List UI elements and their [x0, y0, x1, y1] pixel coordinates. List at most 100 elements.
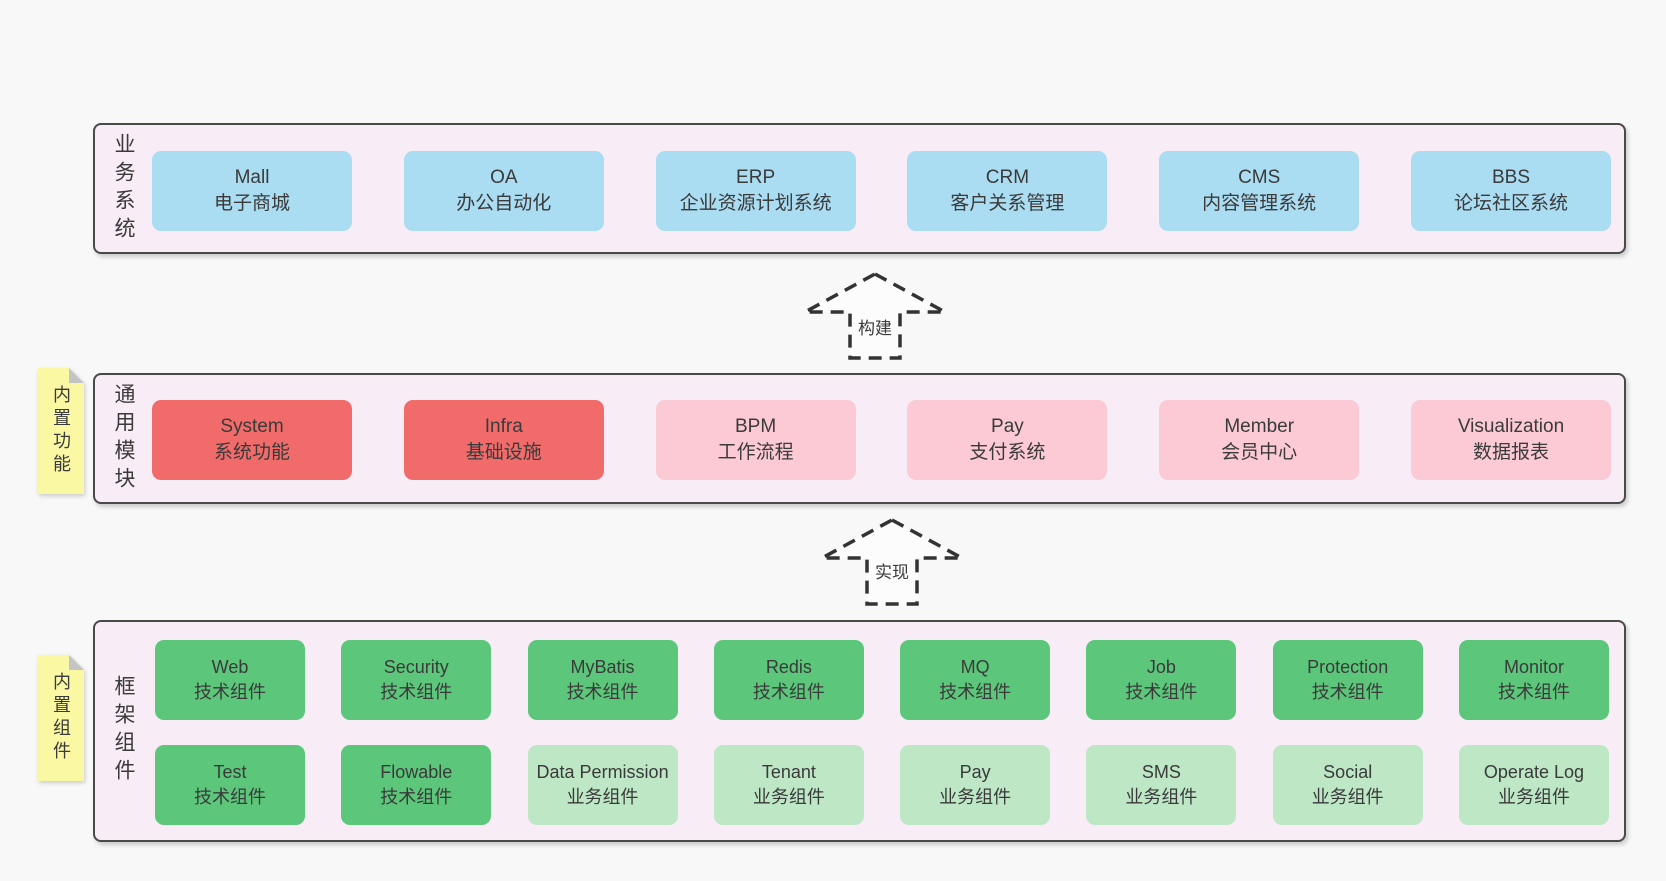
builtin-features-note: 内置功能: [38, 368, 84, 494]
builtin-components-note-text: 内置组件: [38, 655, 84, 781]
card-subtitle: 技术组件: [752, 682, 825, 702]
card-subtitle: 论坛社区系统: [1453, 193, 1568, 214]
card-title: BPM: [735, 415, 777, 437]
card-crm: CRM 客户关系管理: [907, 151, 1108, 231]
card-subtitle: 客户关系管理: [950, 193, 1065, 214]
card-title: Job: [1146, 657, 1176, 678]
card-subtitle: 业务组件: [1311, 787, 1384, 807]
card-subtitle: 工作流程: [717, 442, 794, 463]
card-security: Security 技术组件: [341, 640, 492, 720]
card-mybatis: MyBatis 技术组件: [527, 640, 678, 720]
common-modules-label: 通用模块: [112, 382, 135, 495]
card-subtitle: 电子商城: [213, 193, 290, 214]
card-subtitle: 内容管理系统: [1202, 193, 1317, 214]
card-subtitle: 系统功能: [213, 442, 290, 463]
card-subtitle: 支付系统: [969, 442, 1046, 463]
card-title: BBS: [1491, 166, 1530, 188]
card-infra: Infra 基础设施: [403, 400, 604, 480]
card-mall: Mall 电子商城: [152, 151, 352, 231]
build-arrow-label: 构建: [802, 314, 948, 339]
card-title: MyBatis: [570, 657, 635, 678]
builtin-features-note-text: 内置功能: [38, 368, 84, 494]
framework-components-label: 框架组件: [112, 675, 135, 787]
card-title: ERP: [736, 166, 776, 188]
card-title: Redis: [765, 657, 812, 678]
card-title: MQ: [960, 657, 990, 678]
card-visualization: Visualization 数据报表: [1410, 400, 1611, 480]
card-web: Web 技术组件: [155, 640, 305, 720]
card-subtitle: 业务组件: [939, 787, 1012, 807]
implement-arrow-text: 实现: [872, 563, 912, 582]
card-operate-log: Operate Log 业务组件: [1458, 745, 1609, 825]
card-job: Job 技术组件: [1086, 640, 1237, 720]
note-fold-corner-icon: [69, 368, 84, 383]
card-title: System: [220, 415, 284, 437]
card-title: Web: [211, 657, 249, 678]
common-modules-row: System 系统功能 Infra 基础设施 BPM 工作流程 Pay 支付系统 Member 会…: [152, 400, 1611, 480]
card-subtitle: 基础设施: [465, 442, 542, 463]
implement-arrow-icon: [819, 517, 965, 607]
card-subtitle: 业务组件: [752, 787, 825, 807]
card-subtitle: 数据报表: [1472, 442, 1549, 463]
card-title: Operate Log: [1483, 762, 1584, 783]
card-subtitle: 技术组件: [1497, 682, 1570, 702]
card-title: CRM: [985, 166, 1030, 188]
builtin-components-note: 内置组件: [38, 655, 84, 781]
card-bbs: BBS 论坛社区系统: [1410, 151, 1611, 231]
card-title: Mall: [234, 166, 270, 188]
card-title: Flowable: [380, 762, 453, 783]
card-subtitle: 技术组件: [1125, 682, 1198, 702]
card-title: Data Permission: [536, 762, 669, 783]
card-title: Security: [383, 657, 449, 678]
card-title: Infra: [484, 415, 523, 437]
card-erp: ERP 企业资源计划系统: [655, 151, 856, 231]
card-flowable: Flowable 技术组件: [341, 745, 492, 825]
card-subtitle: 业务组件: [566, 787, 639, 807]
card-title: Pay: [959, 762, 991, 783]
card-title: Tenant: [761, 762, 816, 783]
card-pay: Pay 业务组件: [900, 745, 1051, 825]
common-modules-panel: 通用模块 System 系统功能 Infra 基础设施 BPM 工作流程 Pay 支付系统 Me…: [93, 373, 1626, 504]
card-subtitle: 技术组件: [566, 682, 639, 702]
card-subtitle: 技术组件: [194, 682, 266, 702]
build-arrow-icon: [802, 271, 948, 361]
card-title: Visualization: [1457, 415, 1565, 437]
card-data-permission: Data Permission 业务组件: [527, 745, 678, 825]
card-bpm: BPM 工作流程: [655, 400, 856, 480]
card-member: Member 会员中心: [1159, 400, 1360, 480]
card-title: Member: [1224, 415, 1295, 437]
card-tenant: Tenant 业务组件: [713, 745, 864, 825]
business-systems-label: 业务系统: [112, 132, 135, 245]
card-subtitle: 技术组件: [380, 787, 453, 807]
card-pay: Pay 支付系统: [907, 400, 1108, 480]
card-title: Social: [1323, 762, 1373, 783]
card-subtitle: 业务组件: [1125, 787, 1198, 807]
card-subtitle: 技术组件: [939, 682, 1012, 702]
build-arrow-text: 构建: [855, 319, 895, 338]
card-subtitle: 技术组件: [380, 682, 453, 702]
card-subtitle: 业务组件: [1497, 787, 1570, 807]
card-subtitle: 会员中心: [1221, 442, 1298, 463]
card-subtitle: 办公自动化: [456, 193, 552, 214]
card-subtitle: 企业资源计划系统: [679, 193, 832, 214]
card-subtitle: 技术组件: [1311, 682, 1384, 702]
card-title: Pay: [991, 415, 1024, 437]
card-title: Test: [213, 762, 247, 783]
card-social: Social 业务组件: [1272, 745, 1423, 825]
implement-arrow-label: 实现: [819, 558, 965, 583]
card-system: System 系统功能: [152, 400, 352, 480]
card-redis: Redis 技术组件: [713, 640, 864, 720]
card-subtitle: 技术组件: [194, 787, 266, 807]
note-fold-corner-icon: [69, 655, 84, 670]
card-test: Test 技术组件: [155, 745, 305, 825]
